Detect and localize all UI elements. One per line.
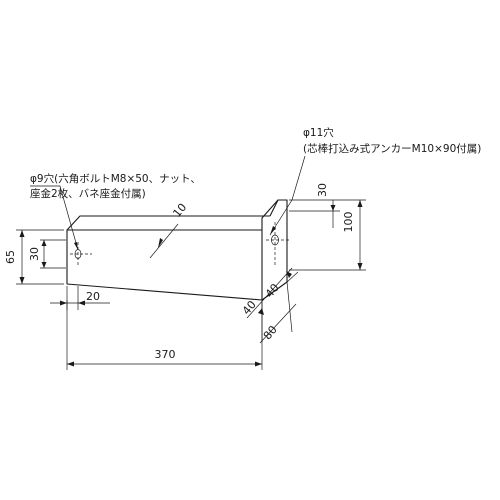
left-hole bbox=[70, 242, 92, 266]
left-pitch-dimension bbox=[40, 239, 66, 269]
left-hole-note-line1: φ9穴(六角ボルトM8×50、ナット、 bbox=[30, 172, 201, 185]
bracket-flange-top bbox=[269, 199, 279, 217]
thickness-value: 10 bbox=[170, 201, 189, 220]
right-height-value: 100 bbox=[342, 212, 355, 233]
left-hole-note-line2: 座金2枚、バネ座金付属) bbox=[30, 187, 146, 200]
left-height-value: 65 bbox=[4, 250, 17, 264]
bracket-top-edge bbox=[66, 215, 270, 231]
left-height-dimension bbox=[16, 229, 64, 285]
right-height-dimension bbox=[289, 199, 366, 271]
right-hole-note-line1: φ11穴 bbox=[303, 126, 334, 139]
left-hole-leader bbox=[30, 185, 79, 251]
depth-a-value: 40 bbox=[240, 298, 259, 317]
right-hole-note-line2: (芯棒打込み式アンカーM10×90付属) bbox=[303, 142, 481, 155]
thickness-dimension bbox=[149, 223, 179, 259]
bracket-vertical-flange bbox=[261, 199, 288, 301]
hole-offset-value: 20 bbox=[86, 290, 100, 303]
right-pitch-value: 30 bbox=[316, 183, 329, 197]
depth-dimensions bbox=[246, 267, 299, 344]
right-hole bbox=[266, 222, 290, 266]
right-pitch-dimension bbox=[289, 200, 340, 228]
left-pitch-value: 30 bbox=[28, 247, 41, 261]
length-value: 370 bbox=[155, 348, 176, 361]
hole-offset-dimension bbox=[50, 286, 110, 310]
